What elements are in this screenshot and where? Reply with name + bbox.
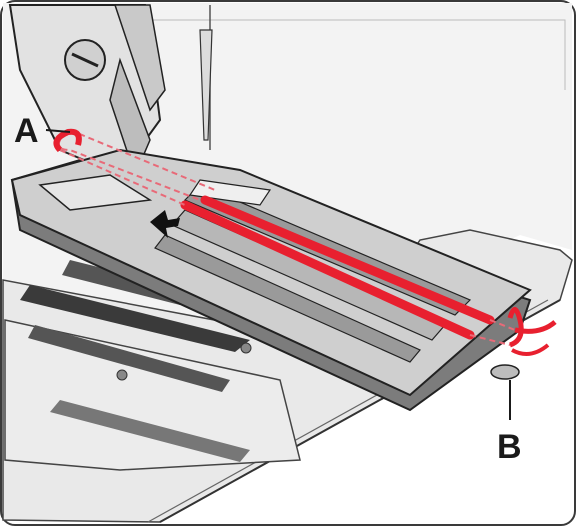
heel-pin [491, 365, 519, 379]
plate-screw-2 [117, 370, 127, 380]
callout-label-b: B [497, 428, 522, 466]
callout-label-a: A [14, 112, 39, 150]
plate-screw-1 [241, 343, 251, 353]
